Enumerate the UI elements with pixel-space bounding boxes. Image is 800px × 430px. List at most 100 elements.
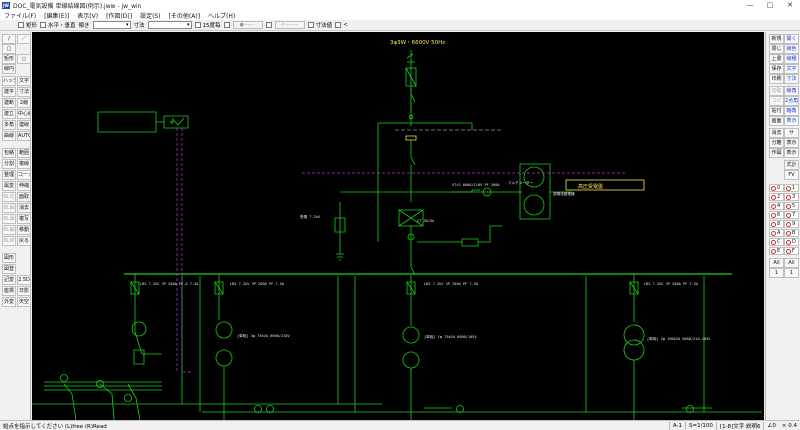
right-tool-button[interactable]: 切取 (769, 86, 784, 96)
right-tool-button[interactable]: 2点角 (784, 96, 799, 106)
menu-file[interactable]: ファイル(F) (4, 12, 37, 20)
left-tool-button[interactable]: 建立 (2, 109, 16, 119)
minimize-button[interactable]: — (746, 1, 754, 9)
layer-group-button[interactable]: All (769, 258, 784, 268)
left-tool-button[interactable]: 中心線 (17, 109, 31, 119)
arrow-checkbox[interactable] (265, 22, 272, 28)
left-tool-button[interactable]: ハッチ (2, 76, 16, 86)
layer-button[interactable]: C (769, 238, 784, 246)
right-tool-button[interactable]: 分離 (769, 138, 784, 148)
right-tool-button[interactable]: 上書 (769, 54, 784, 64)
angle-indicator[interactable]: ∠0 (767, 422, 776, 429)
right-tool-button[interactable]: 線色 (784, 44, 799, 54)
right-tool-button[interactable]: 線角 (784, 86, 799, 96)
layer-group-button[interactable]: 1 (769, 268, 784, 278)
right-tool-button[interactable]: サ (784, 128, 799, 138)
layer-button[interactable]: 8 (769, 220, 784, 228)
left-tool-button[interactable]: 属変 (2, 181, 16, 191)
left-tool-button[interactable]: 文字 (17, 76, 31, 86)
layer-indicator[interactable]: [1-8]文字 説明6 (719, 423, 761, 430)
left-tool-button[interactable]: 範囲 (17, 148, 31, 158)
left-tool-button[interactable]: ○ (17, 54, 31, 64)
left-tool-button[interactable]: 伸縮 (17, 181, 31, 191)
left-tool-button[interactable]: 分割 (2, 159, 16, 169)
left-tool-button[interactable]: BL解 (2, 203, 16, 213)
right-tool-button[interactable]: 表示 (784, 116, 799, 126)
right-tool-button[interactable]: 開く (784, 34, 799, 44)
left-tool-button[interactable]: ／ (17, 34, 31, 44)
right-tool-button[interactable]: コピ (769, 96, 784, 106)
layer-button[interactable]: E (769, 247, 784, 255)
menu-edit[interactable]: [編集(E)] (44, 12, 70, 20)
left-tool-button[interactable]: 消去 (17, 203, 31, 213)
right-tool-button[interactable]: 画面 (769, 116, 784, 126)
dim-value-checkbox[interactable]: 寸法値 (307, 21, 332, 29)
left-tool-button[interactable]: 複線 (17, 159, 31, 169)
left-tool-button[interactable]: 連線 (17, 120, 31, 130)
right-tool-button[interactable]: 貼付 (769, 106, 784, 116)
layer-button[interactable]: 7 (784, 211, 799, 219)
right-tool-button[interactable]: 線種 (784, 54, 799, 64)
right-tool-button[interactable]: 作図 (769, 148, 784, 158)
arrowhead-checkbox[interactable]: < (335, 22, 348, 28)
layer-button[interactable]: 0 (769, 184, 784, 192)
segment-button[interactable]: ●------ (232, 21, 263, 29)
layer-button[interactable]: 1 (784, 184, 799, 192)
layer-button[interactable]: 9 (784, 220, 799, 228)
left-tool-button[interactable]: 2線 (17, 98, 31, 108)
right-tool-button[interactable]: FV (784, 170, 799, 180)
right-tool-button[interactable]: 印刷 (769, 74, 784, 84)
left-tool-button[interactable]: BL化 (2, 192, 16, 202)
left-tool-button[interactable]: 移動 (17, 225, 31, 235)
layer-button[interactable]: 2 (769, 193, 784, 201)
menu-settings[interactable]: 設定(S) (140, 12, 161, 20)
right-tool-button[interactable]: 寸法 (784, 74, 799, 84)
horizontal-vertical-checkbox[interactable]: 水平・垂直 (40, 21, 76, 29)
right-tool-button[interactable]: 保存 (769, 64, 784, 74)
layer-button[interactable]: 5 (784, 202, 799, 210)
right-tool-button[interactable]: 軸角 (784, 106, 799, 116)
left-tool-button[interactable]: 建断 (2, 98, 16, 108)
right-tool-button[interactable]: 式計 (784, 160, 799, 170)
left-tool-button[interactable]: 複写 (17, 214, 31, 224)
maximize-button[interactable]: □ (766, 1, 774, 9)
menu-draw[interactable]: [作図(D)] (106, 12, 133, 20)
left-tool-button[interactable]: 線円 (2, 64, 16, 74)
layer-button[interactable]: B (784, 229, 799, 237)
left-tool-button[interactable]: BL属 (2, 214, 16, 224)
left-tool-button[interactable]: 包絡 (2, 148, 16, 158)
layer-button[interactable]: 3 (784, 193, 799, 201)
menu-view[interactable]: 表示(V) (77, 12, 99, 20)
left-tool-button[interactable]: 図形 (2, 253, 16, 263)
right-tool-button[interactable]: 表示 (784, 148, 799, 158)
right-tool-button[interactable]: 新規 (769, 34, 784, 44)
left-tool-button[interactable]: 整理 (2, 170, 16, 180)
left-tool-button[interactable]: 座標 (2, 286, 16, 296)
left-tool-button[interactable]: / (2, 34, 16, 44)
layer-button[interactable]: F (784, 247, 799, 255)
left-tool-button[interactable]: 戻る (17, 236, 31, 246)
left-tool-button[interactable]: BL編 (2, 225, 16, 235)
left-tool-button[interactable]: 多角 (2, 120, 16, 130)
fifteen-degree-checkbox[interactable]: 15度毎 (194, 21, 221, 29)
left-tool-button[interactable]: コーナー (17, 170, 31, 180)
layer-button[interactable]: A (769, 229, 784, 237)
tilt-combo[interactable]: ▾ (92, 21, 131, 29)
left-tool-button[interactable]: BL終 (2, 236, 16, 246)
right-tool-button[interactable]: 閉じ (769, 44, 784, 54)
close-button[interactable]: ✕ (787, 1, 793, 9)
menu-other[interactable]: [その他(A)] (168, 12, 201, 20)
segment-checkbox[interactable] (223, 22, 230, 28)
layer-button[interactable]: 4 (769, 202, 784, 210)
arrow-button[interactable]: <------- (274, 21, 305, 29)
left-tool-button[interactable]: 日影 (17, 286, 31, 296)
left-tool-button[interactable]: 天空 (17, 297, 31, 307)
left-tool-button[interactable]: 記変 (2, 275, 16, 285)
layer-group-button[interactable]: All (784, 258, 799, 268)
layer-button[interactable]: 6 (769, 211, 784, 219)
dimension-combo[interactable]: ▾ (147, 21, 192, 29)
right-tool-button[interactable]: 消去 (769, 128, 784, 138)
scale-indicator[interactable]: S=1/100 (688, 422, 713, 429)
left-tool-button[interactable]: 建平 (2, 87, 16, 97)
menu-help[interactable]: ヘルプ(H) (208, 12, 236, 20)
